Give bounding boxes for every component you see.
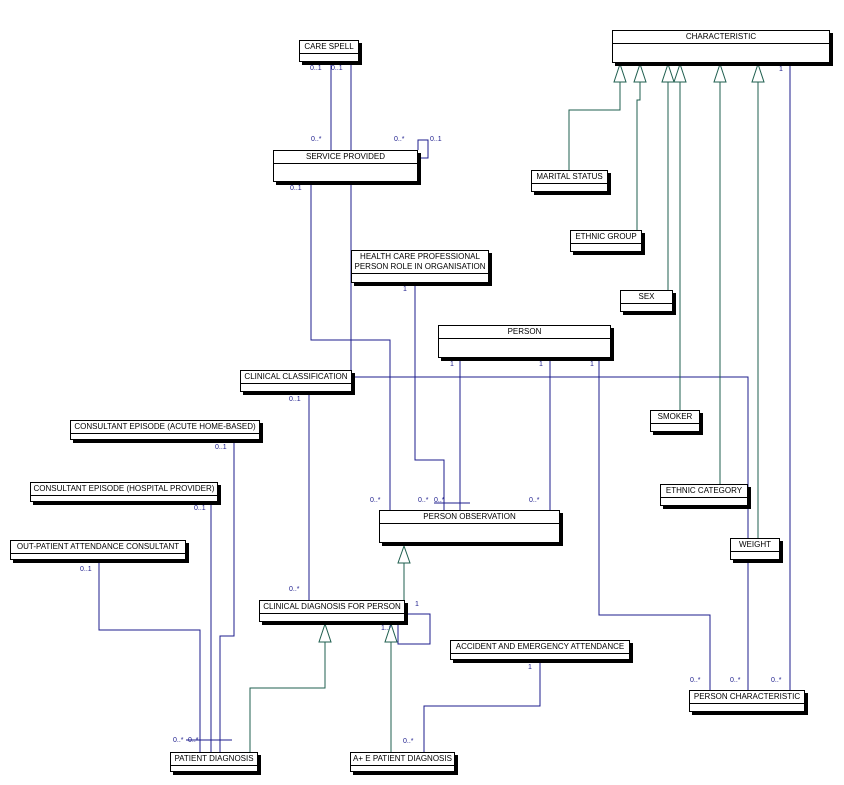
class-name: PERSON [439,326,610,339]
class-name: PERSON OBSERVATION [380,511,559,524]
class-ethnic-category[interactable]: ETHNIC CATEGORY [660,484,748,506]
multiplicity-label: 0..* [394,136,405,143]
multiplicity-label: 0..1 [430,136,442,143]
class-patient-diagnosis[interactable]: PATIENT DIAGNOSIS [170,752,258,772]
generalization-line [636,82,641,230]
class-name: WEIGHT [731,539,779,552]
multiplicity-label: 0..1 [331,65,343,72]
class-ae-attendance[interactable]: ACCIDENT AND EMERGENCY ATTENDANCE [450,640,630,660]
multiplicity-label: 0..* [311,136,322,143]
multiplicity-label: 0..* [529,497,540,504]
class-name: PATIENT DIAGNOSIS [171,753,257,766]
class-name: ACCIDENT AND EMERGENCY ATTENDANCE [451,641,629,654]
multiplicity-label: 0..* [418,497,429,504]
class-name: PERSON CHARACTERISTIC [690,691,804,704]
multiplicity-label: 0..1 [310,65,322,72]
class-hcp-person-role[interactable]: HEALTH CARE PROFESSIONAL PERSON ROLE IN … [351,250,489,283]
class-name: OUT-PATIENT ATTENDANCE CONSULTANT [11,541,185,554]
generalization-arrowhead [384,622,398,643]
multiplicity-label: 0..* [188,737,199,744]
generalization-line [568,82,621,170]
multiplicity-label: 1 [450,361,454,368]
multiplicity-label: 0..* [434,497,445,504]
class-marital-status[interactable]: MARITAL STATUS [531,170,608,192]
class-name: MARITAL STATUS [532,171,607,184]
class-name: ETHNIC GROUP [571,231,641,244]
generalization-arrowhead [633,62,647,83]
multiplicity-label: 0..* [730,677,741,684]
class-ae-patient-diagnosis[interactable]: A+ E PATIENT DIAGNOSIS [350,752,455,772]
generalization-line [249,642,326,752]
multiplicity-label: 0..* [173,737,184,744]
class-care-spell[interactable]: CARE SPELL [299,40,359,62]
association-line [417,139,429,159]
multiplicity-label: 0..* [771,677,782,684]
association-line [414,282,445,510]
generalization-arrowhead [613,62,627,83]
generalization-arrowhead [661,62,675,83]
class-name: HEALTH CARE PROFESSIONAL PERSON ROLE IN … [352,251,488,274]
class-name: CONSULTANT EPISODE (HOSPITAL PROVIDER) [31,483,217,496]
multiplicity-label: 1 [539,361,543,368]
association-line [310,182,391,510]
multiplicity-label: 0..* [370,497,381,504]
generalization-arrowhead [713,62,727,83]
class-name: CONSULTANT EPISODE (ACUTE HOME-BASED) [71,421,259,434]
multiplicity-label: 1 [779,66,783,73]
class-name: SMOKER [651,411,699,424]
multiplicity-label: 0..* [289,586,300,593]
class-clinical-diagnosis-for-person[interactable]: CLINICAL DIAGNOSIS FOR PERSON [259,600,405,622]
multiplicity-label: 0..1 [215,444,227,451]
association-line [423,660,541,752]
class-name: CLINICAL CLASSIFICATION [241,371,351,384]
multiplicity-label: 0..* [403,738,414,745]
class-name: ETHNIC CATEGORY [661,485,747,498]
generalization-arrowhead [751,62,765,83]
class-name: CARE SPELL [300,41,358,54]
multiplicity-label: 1 [403,286,407,293]
class-consultant-episode-hospital[interactable]: CONSULTANT EPISODE (HOSPITAL PROVIDER) [30,482,218,502]
class-person-characteristic[interactable]: PERSON CHARACTERISTIC [689,690,805,712]
association-line [98,560,201,752]
class-characteristic[interactable]: CHARACTERISTIC [612,30,830,63]
multiplicity-label: 1..* [381,625,392,632]
class-name: SERVICE PROVIDED [274,151,417,164]
class-weight[interactable]: WEIGHT [730,538,780,560]
multiplicity-label: 0..1 [289,396,301,403]
class-name: A+ E PATIENT DIAGNOSIS [351,753,454,766]
multiplicity-label: 1 [415,601,419,608]
class-service-provided[interactable]: SERVICE PROVIDED [273,150,418,182]
association-line [219,440,235,752]
class-name: CLINICAL DIAGNOSIS FOR PERSON [260,601,404,614]
generalization-arrowhead [673,62,687,83]
class-smoker[interactable]: SMOKER [650,410,700,432]
class-out-patient-attendance[interactable]: OUT-PATIENT ATTENDANCE CONSULTANT [10,540,186,560]
class-person-observation[interactable]: PERSON OBSERVATION [379,510,560,543]
class-name: CHARACTERISTIC [613,31,829,44]
multiplicity-label: 0..1 [194,505,206,512]
class-person[interactable]: PERSON [438,325,611,358]
class-sex[interactable]: SEX [620,290,673,312]
association-line [352,376,749,690]
class-ethnic-group[interactable]: ETHNIC GROUP [570,230,642,252]
association-line [598,358,711,690]
association-line [397,613,431,645]
multiplicity-label: 0..1 [290,185,302,192]
multiplicity-label: 1 [590,361,594,368]
class-name: SEX [621,291,672,304]
generalization-arrowhead [397,544,411,564]
multiplicity-label: 0..* [690,677,701,684]
class-clinical-classification[interactable]: CLINICAL CLASSIFICATION [240,370,352,392]
generalization-arrowhead [318,622,332,643]
multiplicity-label: 0..1 [80,566,92,573]
class-consultant-episode-acute[interactable]: CONSULTANT EPISODE (ACUTE HOME-BASED) [70,420,260,440]
multiplicity-label: 1 [528,664,532,671]
